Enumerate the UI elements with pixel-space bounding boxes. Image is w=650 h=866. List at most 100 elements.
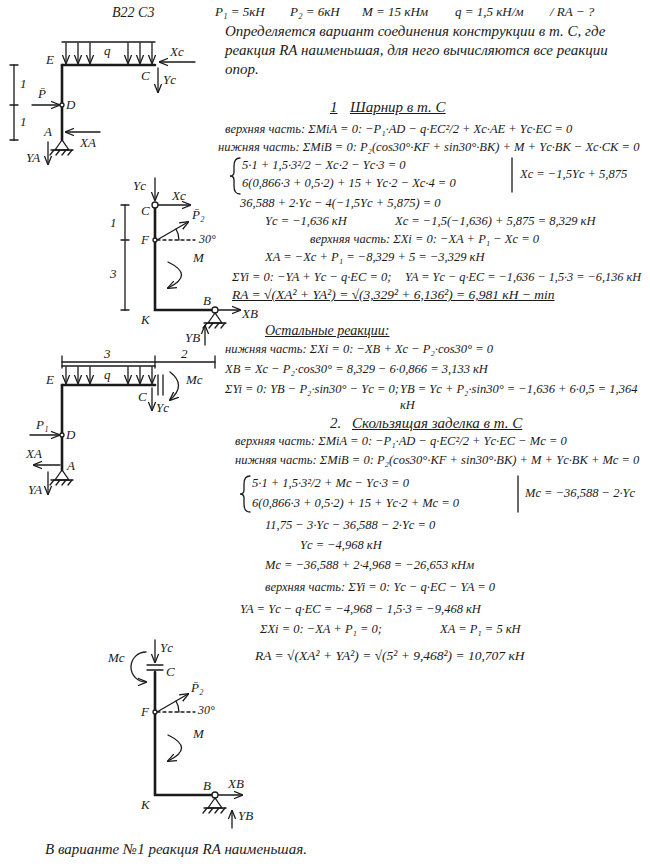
frame-lower-1 [155, 208, 215, 310]
diagram-label: q [104, 367, 111, 383]
distributed-load [62, 365, 155, 366]
force-arrow [32, 62, 195, 164]
force-arrow [155, 178, 240, 345]
distributed-load [127, 367, 128, 383]
handwritten-text: 6(0,866·3 + 0,5·2) + 15 + Yc·2 − Xc·4 = … [242, 176, 456, 192]
diagram-label: K [141, 312, 150, 328]
diagram-label: C [166, 664, 175, 680]
diagram-label: P̄ [38, 86, 46, 102]
force-arrow [32, 104, 59, 105]
handwritten-text: Шарнир в т. С [350, 98, 446, 117]
handwritten-text: ΣXi = 0: −XA + P₁ = 0; [260, 622, 382, 638]
diagram-label: D [66, 427, 75, 443]
diagram-label: XA [80, 135, 96, 151]
handwritten-text: YB = Yc + P₂·sin30° = −1,636 + 6·0,5 = 1… [400, 382, 640, 413]
handwritten-text: XA = P₁ = 5 кН [440, 622, 521, 638]
handwritten-text: XB = Xc − P₂·cos30° = 8,329 − 6·0,866 = … [225, 362, 488, 378]
diagram-label: 1 [20, 76, 27, 92]
reference-line [157, 711, 195, 712]
force-arrow [30, 434, 59, 435]
diagram-label: F [141, 704, 149, 720]
diagram-label: Xc [172, 188, 186, 204]
handwritten-text: верхняя часть: ΣMiA = 0: −P₁·AD − q·EC²/… [235, 434, 567, 450]
moment-arrow [170, 372, 179, 400]
handwritten-text: нижняя часть: ΣMiB = 0: P₂(cos30°·KF + s… [218, 140, 639, 156]
force-arrow [157, 68, 158, 92]
force-arrow [30, 388, 152, 494]
dimension-line [121, 239, 129, 240]
diagram-label: q [104, 43, 111, 59]
distributed-load [151, 43, 152, 63]
distributed-load [139, 367, 140, 383]
distributed-load [127, 43, 128, 63]
diagram-label: 3 [104, 346, 111, 362]
dimension-line [62, 361, 215, 362]
force-arrow [155, 640, 242, 828]
moment-arrow [131, 652, 146, 682]
pin-support [203, 313, 226, 328]
dimension-line [10, 104, 18, 105]
pin-support [55, 470, 69, 480]
diagram-label: 1 [20, 114, 27, 130]
system-brace [240, 476, 250, 512]
dimension-line [121, 204, 129, 205]
diagram-label: YA [26, 150, 40, 166]
diagram-label: E [46, 372, 54, 388]
handwritten-text: XA = −Xc + P₁ = −8,329 + 5 = −3,329 кН [265, 250, 484, 266]
frame-lower-2 [155, 672, 215, 795]
dimension-line [214, 356, 215, 368]
force-arrow [34, 464, 60, 465]
force-arrow [47, 472, 48, 494]
system-brace [511, 158, 512, 192]
handwritten-text: В22 С3 [112, 4, 154, 22]
diagram-label: Yc [163, 72, 176, 88]
pin-support [208, 313, 222, 323]
handwritten-text: YA = Yc − q·EC = −4,968 − 1,5·3 = −9,468… [240, 602, 481, 618]
handwritten-text: P₁ = 5кН [215, 4, 265, 20]
handwritten-text: Определяется вариант соединения конструк… [225, 22, 640, 78]
diagram-label: E [46, 52, 54, 68]
distributed-load [77, 43, 78, 63]
diagram-label: P̄₂ [191, 680, 203, 696]
sliding-clamp [158, 375, 163, 395]
joint-dot [153, 238, 157, 242]
frame-upper-1 [61, 65, 64, 140]
handwritten-text: Xc = −1,5Yc + 5,875 [520, 167, 627, 183]
angle-arc [176, 229, 179, 240]
distributed-load [77, 367, 78, 383]
joint-dot [60, 103, 64, 107]
pin-support [50, 140, 73, 155]
frame-lower-2 [155, 672, 215, 795]
distributed-load [62, 42, 155, 63]
pin-support [55, 140, 69, 150]
diagram-label: D [66, 97, 75, 113]
frame-lower-1 [155, 208, 215, 310]
force-arrow [47, 142, 48, 164]
diagram-label: XB [242, 306, 258, 322]
handwritten-text: нижняя часть: ΣXi = 0: −XB + Xc − P₂·cos… [225, 342, 493, 358]
diagram-label: A [44, 124, 52, 140]
handwritten-text: RA = √(XA² + YA²) = √(5² + 9,468²) = 10,… [255, 648, 525, 665]
distributed-load [65, 43, 66, 63]
distributed-load [151, 367, 152, 383]
diagram-label: 1 [110, 215, 117, 231]
handwritten-text: 2. [330, 414, 341, 433]
force-arrow [157, 694, 188, 712]
handwritten-text: 5·1 + 1,5·3²/2 − Xc·2 − Yc·3 = 0 [242, 158, 406, 174]
diagram-label: Yc [160, 640, 173, 656]
pin-support [50, 480, 72, 485]
handwritten-text: ΣYi = 0: −YA + Yc − q·EC = 0; [232, 270, 391, 286]
force-arrow [204, 326, 205, 345]
diagram-label: YB [185, 330, 200, 346]
handwritten-text: q = 1,5 кН/м [455, 4, 524, 20]
force-arrow [231, 811, 232, 828]
dimension-line [124, 205, 125, 310]
diagram-label: P₁ [36, 417, 48, 433]
handwritten-text: Остальные реакции: [265, 322, 389, 340]
distributed-load [65, 367, 66, 383]
handwritten-text: ΣYi = 0: YB − P₂·sin30° − Yc = 0; [225, 382, 399, 398]
handwritten-text: Скользящая заделка в т. С [352, 414, 522, 433]
handwritten-text: Xc = −1,5(−1,636) + 5,875 = 8,329 кН [395, 214, 595, 230]
diagram-label: M [193, 726, 204, 742]
